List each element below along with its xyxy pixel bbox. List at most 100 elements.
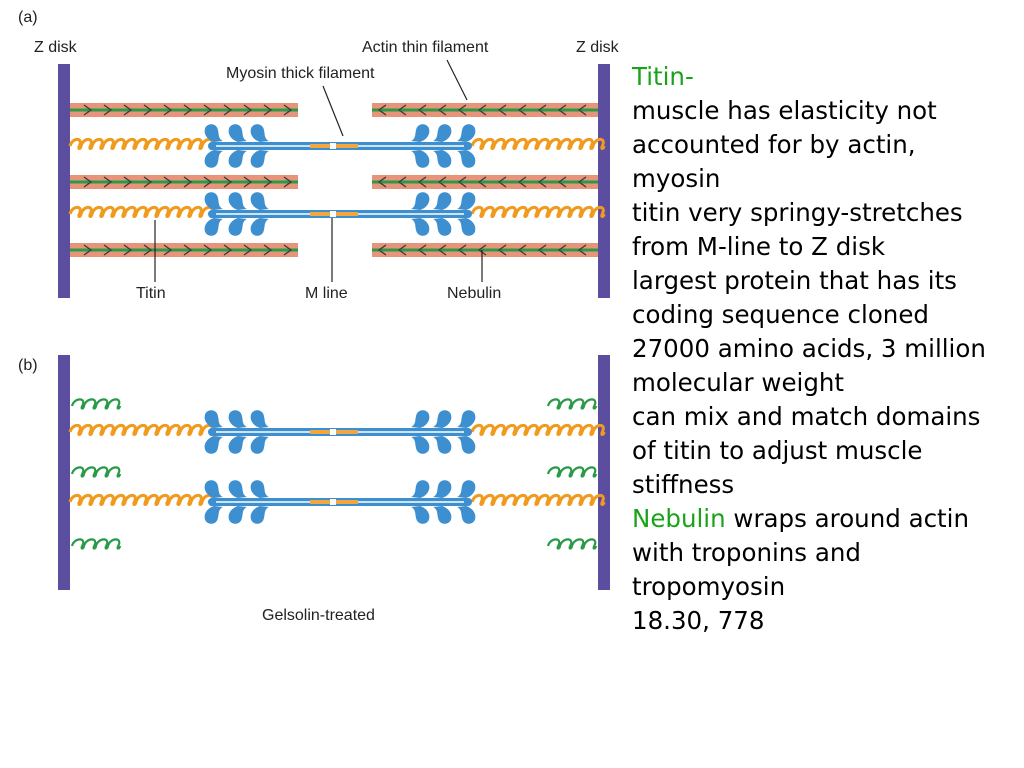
myosin-head	[204, 480, 223, 498]
note-line: titin very springy-stretches	[632, 198, 963, 227]
titin-spring	[68, 423, 215, 437]
m-line-label: M line	[305, 285, 348, 302]
myosin-head	[204, 218, 223, 236]
myosin-head	[411, 192, 430, 210]
myosin-head	[250, 506, 269, 524]
myosin-head	[228, 480, 247, 498]
myosin-head	[250, 150, 269, 168]
panel-a	[58, 64, 610, 298]
myosin-head	[411, 124, 430, 142]
myosin-head	[204, 124, 223, 142]
titin-heading: Titin-	[632, 62, 694, 91]
myosin-label: Myosin thick filament	[226, 65, 375, 82]
note-line: accounted for by actin,	[632, 130, 916, 159]
gelsolin-caption: Gelsolin-treated	[262, 607, 375, 624]
note-line: of titin to adjust muscle	[632, 436, 923, 465]
note-line: myosin	[632, 164, 721, 193]
titin-spring	[470, 137, 606, 151]
myosin-head	[433, 480, 452, 498]
note-line: coding sequence cloned	[632, 300, 929, 329]
myosin-head	[228, 192, 247, 210]
myosin-head	[433, 124, 452, 142]
myosin-head	[250, 192, 269, 210]
note-line: stiffness	[632, 470, 735, 499]
myosin-head	[204, 506, 223, 524]
myosin-head	[457, 436, 476, 454]
myosin-head	[228, 124, 247, 142]
myosin-head	[457, 150, 476, 168]
note-line: can mix and match domains	[632, 402, 981, 431]
myosin-head	[204, 410, 223, 428]
myosin-head	[433, 410, 452, 428]
nebulin-coil	[70, 538, 122, 550]
titin-spring	[68, 205, 215, 219]
note-line: muscle has elasticity not	[632, 96, 937, 125]
nebulin-label: Nebulin	[447, 285, 501, 302]
nebulin-word: Nebulin	[632, 504, 726, 533]
z-disk-right	[598, 355, 610, 590]
panel-a-label: (a)	[18, 9, 38, 26]
myosin-head	[433, 506, 452, 524]
myosin-head	[250, 410, 269, 428]
myosin-head	[433, 218, 452, 236]
note-line: with troponins and	[632, 538, 861, 567]
myosin-head	[204, 436, 223, 454]
actin-polarity-marks	[377, 244, 587, 256]
panel-a-leader-lines	[154, 59, 483, 282]
titin-spring	[470, 493, 606, 507]
z-disk-right	[598, 64, 610, 298]
titin-spring	[470, 423, 606, 437]
myosin-head	[250, 480, 269, 498]
nebulin-coil	[546, 398, 598, 410]
z-disk-right-label: Z disk	[576, 39, 620, 56]
panel-b-label: (b)	[18, 357, 38, 374]
actin-polarity-marks	[83, 244, 293, 256]
note-line: 27000 amino acids, 3 million	[632, 334, 986, 363]
myosin-head	[457, 218, 476, 236]
myosin-head	[433, 436, 452, 454]
m-line-gap	[330, 499, 336, 505]
myosin-head	[228, 218, 247, 236]
note-line: tropomyosin	[632, 572, 786, 601]
note-line: molecular weight	[632, 368, 845, 397]
myosin-head	[457, 480, 476, 498]
myosin-head	[228, 436, 247, 454]
actin-polarity-marks	[377, 176, 587, 188]
m-line-gap	[330, 143, 336, 149]
note-line: largest protein that has its	[632, 266, 957, 295]
myosin-head	[457, 410, 476, 428]
myosin-head	[411, 410, 430, 428]
nebulin-coil	[70, 466, 122, 478]
myosin-head	[433, 150, 452, 168]
actin-polarity-marks	[83, 176, 293, 188]
myosin-head	[411, 150, 430, 168]
myosin-head	[457, 192, 476, 210]
nebulin-coil	[546, 538, 598, 550]
m-line-gap	[330, 211, 336, 217]
z-disk-left-label: Z disk	[34, 39, 78, 56]
m-line-gap	[330, 429, 336, 435]
nebulin-note-rest: wraps around actin	[725, 504, 969, 533]
nebulin-coil	[70, 398, 122, 410]
myosin-head	[250, 218, 269, 236]
nebulin-note-line: Nebulin wraps around actin	[632, 502, 1020, 536]
notes-text: Titin- muscle has elasticity not account…	[632, 60, 1020, 638]
myosin-head	[457, 506, 476, 524]
myosin-head	[433, 192, 452, 210]
actin-polarity-marks	[377, 104, 587, 116]
titin-spring	[68, 137, 215, 151]
titin-spring	[68, 493, 215, 507]
note-reference: 18.30, 778	[632, 606, 765, 635]
titin-spring	[470, 205, 606, 219]
myosin-head	[250, 436, 269, 454]
nebulin-coil	[546, 466, 598, 478]
myosin-head	[204, 150, 223, 168]
z-disk-left	[58, 64, 70, 298]
titin-label: Titin	[136, 285, 166, 302]
z-disk-left	[58, 355, 70, 590]
myosin-head	[228, 150, 247, 168]
sarcomere-diagram: (a) Z disk Actin thin filament Z disk My…	[18, 9, 620, 624]
note-line: from M-line to Z disk	[632, 232, 886, 261]
myosin-head	[228, 506, 247, 524]
panel-b	[58, 355, 610, 590]
